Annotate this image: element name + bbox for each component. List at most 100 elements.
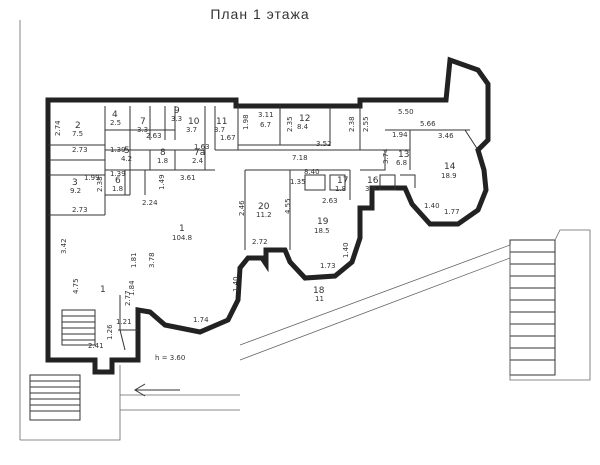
room-17-number: 17 [337,176,348,186]
entrance-arrow-icon [134,383,180,397]
dimension-label: 2.63 [322,197,338,205]
dimension-label: 2.38 [96,176,104,192]
dimension-label: 3.78 [148,252,156,268]
dimension-label: 3.52 [316,140,332,148]
room-9-number: 9 [174,106,180,116]
room-11-area: 3.7 [214,126,225,134]
ceiling-height-mark: h = 3.60 [155,354,185,362]
room-11-number: 11 [216,117,227,127]
dimension-label: 4.75 [72,278,80,294]
room-20-number: 20 [258,202,270,212]
room-14-area: 18.9 [441,172,457,180]
room-19-area: 18.5 [314,227,330,235]
room-19-number: 19 [317,217,329,227]
room-5-number: 5 [124,146,130,156]
room-16-number: 16 [367,176,379,186]
room-18-number: 18 [313,286,325,296]
dimension-label: 2.72 [252,238,268,246]
dimension-label: 1.84 [128,280,136,296]
room-18-area: 11 [315,295,324,303]
room-14-number: 14 [444,162,456,172]
room-11b-area: 6.7 [260,121,271,129]
dimension-label: 2.73 [72,206,88,214]
dimension-label: 1.74 [193,316,209,324]
stairs-entrance [29,374,81,421]
room-13-area: 6.8 [396,159,407,167]
room-2-number: 2 [75,121,81,131]
room-16-area: 3.9 [365,185,376,193]
room-1-area: 104.8 [172,234,192,242]
dimension-label: 1.77 [444,208,460,216]
dimension-label: 1.99 [84,174,100,182]
stairs-right [509,239,556,376]
dimension-label: 2.35 [286,116,294,132]
dimension-label: 2.74 [54,120,62,136]
dimension-label: 1.49 [158,174,166,190]
foyer-number: 1 [100,285,106,295]
room-11b-number: 3.11 [258,111,274,119]
dimension-label: 1.39 [110,170,126,178]
room-12-number: 12 [299,114,310,124]
dimension-label: 1.81 [130,252,138,268]
dimension-label: 2.24 [142,199,158,207]
dimension-label: 3.74 [382,148,390,164]
dimension-label: 2.38 [348,116,356,132]
room-2-area: 7.5 [72,130,83,138]
room-17-area: 1.8 [335,185,346,193]
room-labels: 2 7.5 3 9.2 4 2.5 5 4.2 6 1.8 7 3.3 7а 2… [70,106,457,303]
dimension-label: 1.63 [194,143,210,151]
dimension-label: 5.50 [398,108,414,116]
room-4-area: 2.5 [110,119,121,127]
dimension-label: 2.55 [362,116,370,132]
room-10-number: 10 [188,117,200,127]
dimension-label: 1.26 [106,324,114,340]
stairs-main [61,309,96,346]
room-8-number: 8 [160,148,166,158]
dimension-label: 1.40 [342,242,350,258]
room-4-number: 4 [112,110,118,120]
dimension-label: 1.21 [116,318,132,326]
room-10-area: 3.7 [186,126,197,134]
room-7-area: 3.3 [137,126,148,134]
dimension-label: 1.40 [424,202,440,210]
dimension-label: 3.61 [180,174,196,182]
room-7-number: 7 [140,117,146,127]
outer-walls [45,56,491,375]
room-9-area: 3.3 [171,115,182,123]
room-1-number: 1 [179,224,185,234]
dimension-label: 1.40 [232,276,240,292]
dimension-label: 2.73 [72,146,88,154]
dimension-label: 2.63 [146,132,162,140]
dimension-labels: 2.74 2.73 2.73 3.42 4.75 3.61 2.24 1.49 … [54,108,460,350]
room-7a-area: 2.4 [192,157,204,165]
dimension-label: 1.67 [220,134,236,142]
dimension-label: 3.42 [60,238,68,254]
dimension-label: 1.94 [392,131,408,139]
room-6-number: 6 [115,176,121,186]
dimension-label: 5.66 [420,120,436,128]
room-20-area: 11.2 [256,211,272,219]
room-3-area: 9.2 [70,187,81,195]
exterior-outline [19,20,591,441]
dimension-label: 1.35 [290,178,306,186]
dimension-label: 2.41 [88,342,104,350]
dimension-label: 8.40 [304,168,320,176]
dimension-label: 2.46 [238,200,246,216]
room-3-number: 3 [72,178,78,188]
page-title: План 1 этажа [210,6,310,22]
dimension-label: 4.55 [284,198,292,214]
room-6-area: 1.8 [112,185,123,193]
room-5-area: 4.2 [121,155,132,163]
room-7a-number: 7а [194,148,205,158]
dimension-label: 2.77 [124,290,132,306]
dimension-label: 3.46 [438,132,454,140]
room-13-number: 13 [398,150,409,160]
dimension-label: 1.73 [320,262,336,270]
interior-walls [48,106,479,351]
dimension-label: 1.98 [242,114,250,130]
room-8-area: 1.8 [157,157,168,165]
dimension-label: 1.39 [110,146,126,154]
room-12-area: 8.4 [297,123,309,131]
dimension-label: 7.18 [292,154,308,162]
